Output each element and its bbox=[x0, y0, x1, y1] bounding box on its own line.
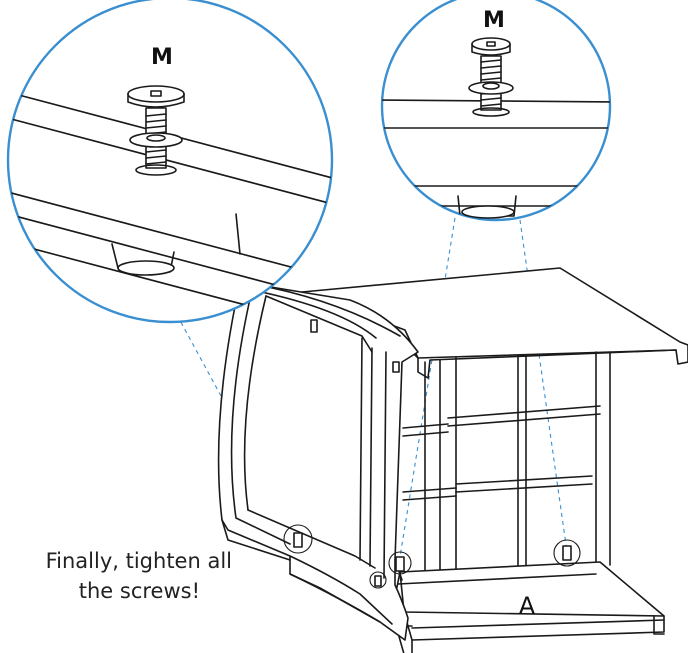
part-label-a: A bbox=[519, 592, 536, 620]
screw-left-icon bbox=[127, 85, 185, 176]
screw-label-right: M bbox=[483, 8, 505, 33]
zoom-callout-left: M bbox=[6, 0, 334, 324]
instruction-text: Finally, tighten all the screws! bbox=[0, 546, 232, 606]
back-frame-grid bbox=[402, 351, 611, 576]
side-panel bbox=[217, 281, 419, 641]
instruction-line-2: the screws! bbox=[78, 579, 200, 603]
table-assembly bbox=[217, 267, 688, 653]
screw-right-icon bbox=[468, 37, 514, 117]
instruction-line-1: Finally, tighten all bbox=[45, 549, 232, 573]
screw-label-left: M bbox=[151, 45, 173, 70]
zoom-callout-right: M bbox=[380, 0, 612, 222]
screw-markers bbox=[283, 524, 581, 589]
